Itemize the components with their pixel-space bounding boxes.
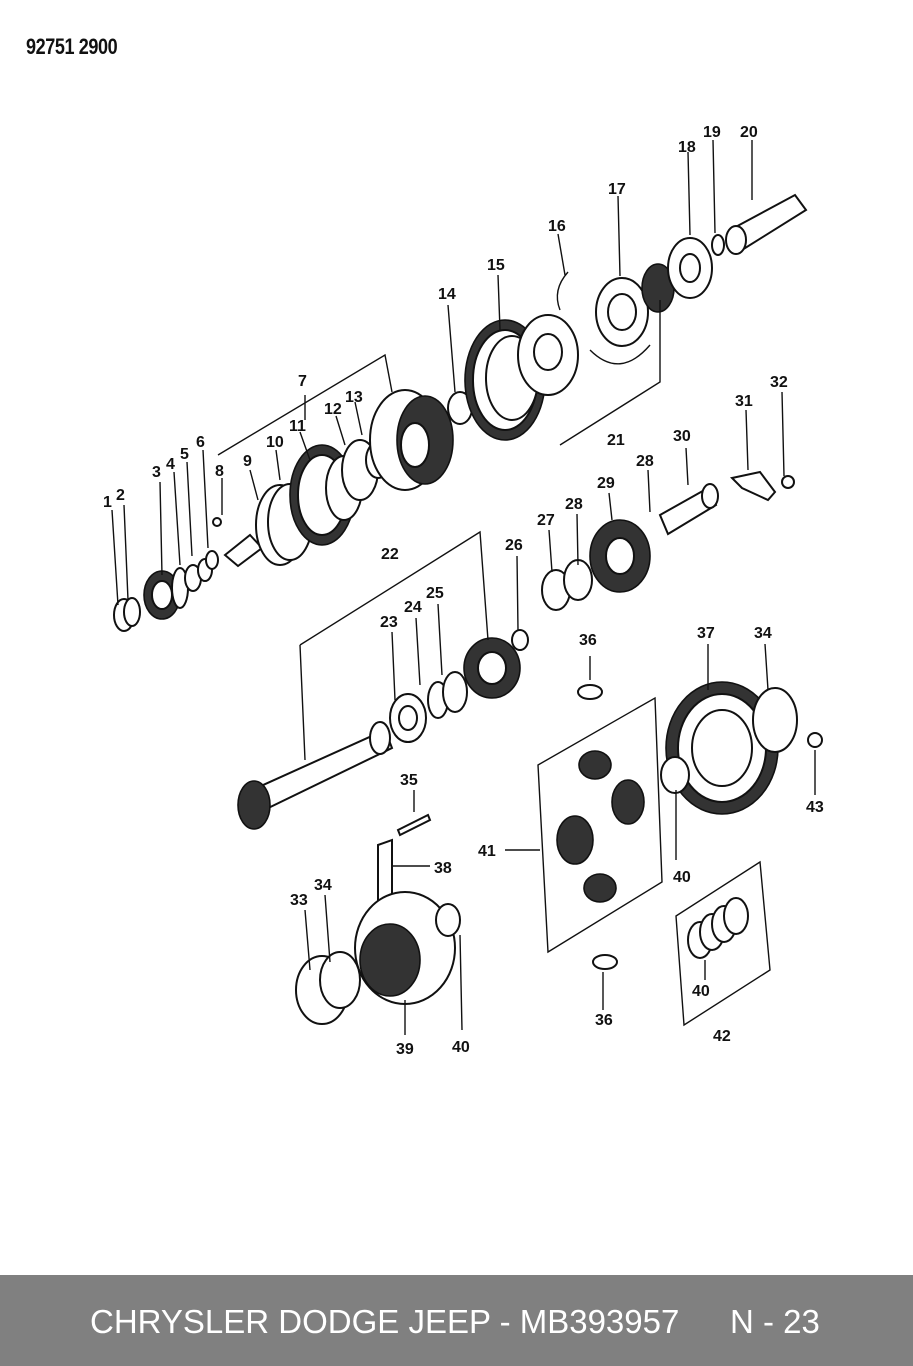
callout-11: 11 (289, 418, 306, 435)
callout-8: 8 (215, 463, 224, 480)
part-gear-3 (143, 567, 189, 620)
callout-38: 38 (434, 860, 452, 877)
callout-23: 23 (380, 614, 398, 631)
part-gear-22b (463, 637, 521, 699)
callout-34b: 34 (754, 625, 772, 642)
bracket-22 (299, 530, 489, 761)
part-case-39 (354, 891, 461, 1005)
callout-42: 42 (713, 1028, 731, 1045)
callout-20: 20 (740, 124, 758, 141)
part-carrier-7 (369, 389, 454, 491)
callout-15: 15 (487, 257, 505, 274)
callout-2: 2 (116, 487, 125, 504)
callout-35: 35 (400, 772, 418, 789)
callout-29: 29 (597, 475, 615, 492)
part-bolt-32 (781, 475, 795, 489)
part-bearing-33-34 (295, 951, 361, 1025)
callout-37: 37 (697, 625, 715, 642)
footer-page-number: N - 23 (730, 1303, 820, 1340)
part-bearing-27 (541, 559, 593, 611)
callout-40b: 40 (673, 869, 691, 886)
part-shaft-30 (658, 483, 719, 536)
callout-5: 5 (180, 446, 189, 463)
part-output-shaft-20 (725, 193, 808, 255)
callout-13: 13 (345, 389, 363, 406)
callout-25: 25 (426, 585, 444, 602)
callout-27: 27 (537, 512, 555, 529)
part-clip-16 (556, 271, 569, 311)
callout-7: 7 (298, 373, 307, 390)
part-pin-35 (396, 813, 432, 837)
footer-brand-part: CHRYSLER DODGE JEEP - MB393957 (90, 1303, 680, 1340)
callout-12: 12 (324, 401, 342, 418)
callout-39: 39 (396, 1041, 414, 1058)
callout-36b: 36 (595, 1012, 613, 1029)
part-clip-19 (711, 234, 725, 256)
part-gear-18 (641, 237, 713, 313)
callout-28b: 28 (636, 453, 654, 470)
callout-36a: 36 (579, 632, 597, 649)
part-gear-11 (289, 444, 363, 546)
callout-3: 3 (152, 464, 161, 481)
callout-1: 1 (103, 494, 112, 511)
exploded-parts-diagram: 1 2 3 4 5 6 7 8 9 10 11 12 13 14 15 16 1… (103, 124, 824, 1058)
part-shim-40a (660, 756, 690, 794)
callout-10: 10 (266, 434, 284, 451)
callout-33: 33 (290, 892, 308, 909)
leader-lines-upper (111, 139, 753, 606)
callout-41: 41 (478, 843, 496, 860)
leader-lines-middle (391, 391, 785, 701)
part-pinion-shaft-22 (237, 721, 394, 830)
part-washer-36b (592, 954, 618, 970)
callout-9: 9 (243, 453, 252, 470)
callout-30: 30 (673, 428, 691, 445)
part-snap-ring-1-2 (113, 597, 141, 632)
part-bearing-34a (752, 687, 798, 753)
leader-lines-lower (304, 643, 816, 1035)
callout-4: 4 (166, 456, 175, 473)
callout-18: 18 (678, 139, 696, 156)
page-code: 92751 2900 (26, 34, 118, 59)
callout-26: 26 (505, 537, 523, 554)
part-bearing-17 (595, 277, 649, 347)
part-nut-26 (511, 629, 529, 651)
callout-32: 32 (770, 374, 788, 391)
part-shaft-8 (212, 517, 264, 568)
bracket-7 (217, 353, 393, 456)
part-sleeve-6 (205, 550, 219, 570)
callout-24: 24 (404, 599, 422, 616)
callout-17: 17 (608, 181, 626, 198)
callout-31: 31 (735, 393, 753, 410)
callout-16: 16 (548, 218, 566, 235)
callout-21: 21 (607, 432, 625, 449)
callout-22: 22 (381, 546, 399, 563)
part-gear-29 (589, 519, 651, 593)
part-bolt-43 (807, 732, 823, 748)
callout-43: 43 (806, 799, 824, 816)
part-hub-21 (517, 314, 651, 396)
callout-40c: 40 (692, 983, 710, 1000)
callout-40a: 40 (452, 1039, 470, 1056)
part-lock-plate-31 (729, 470, 777, 502)
part-shim-set-42 (675, 860, 771, 1027)
callout-19: 19 (703, 124, 721, 141)
part-spacer-24-25 (427, 671, 468, 719)
part-gear-set-41 (537, 696, 663, 954)
callout-34a: 34 (314, 877, 332, 894)
bracket-21 (559, 300, 661, 446)
callout-6: 6 (196, 434, 205, 451)
footer-bar: CHRYSLER DODGE JEEP - MB393957 N - 23 (0, 1275, 913, 1366)
callout-28a: 28 (565, 496, 583, 513)
part-washer-36a (577, 684, 603, 700)
callout-14: 14 (438, 286, 456, 303)
part-bearing-23 (389, 693, 427, 743)
